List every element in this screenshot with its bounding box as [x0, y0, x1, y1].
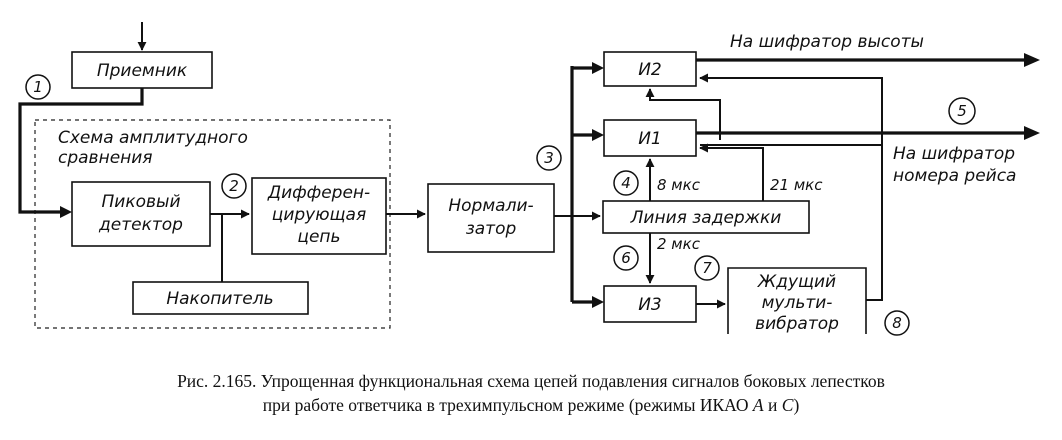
receiver-block [71, 51, 213, 89]
group-label-line1: Схема амплитудного [58, 128, 248, 148]
flight-output-arrowhead [1024, 126, 1040, 140]
svg-text:6: 6 [621, 249, 631, 267]
marker-6: 6 [613, 245, 639, 271]
caption-mode-a: А [752, 395, 764, 415]
and3-label: И3 [638, 295, 662, 315]
svg-text:5: 5 [957, 102, 967, 120]
peak-detector-label-1: Пиковый [102, 192, 181, 212]
tap-21us-line [699, 143, 764, 201]
receiver-label: Приемник [97, 61, 188, 81]
tap-2us-label: 2 мкс [657, 235, 701, 253]
peak-detector-block [71, 181, 211, 247]
and1-gate [603, 119, 697, 157]
group-label-line2: сравнения [58, 148, 153, 168]
delay-line-label: Линия задержки [630, 208, 782, 228]
differentiator-label-3: цепь [297, 227, 340, 247]
and1-to-and2-feedback [645, 88, 721, 140]
multivibrator-label-3: вибратор [755, 314, 839, 334]
marker-7: 7 [694, 255, 720, 281]
differentiator-label-2: цирующая [272, 205, 366, 225]
peak-detector-label-2: детектор [98, 215, 183, 235]
multivibrator-feedback-line [699, 73, 883, 301]
altitude-output-label: На шифратор высоты [730, 32, 924, 52]
caption-line-2: при работе ответчика в трехимпульсном ре… [0, 395, 1062, 416]
flight-output-label-2: номера рейса [893, 166, 1016, 186]
marker-2: 2 [221, 173, 247, 199]
svg-text:4: 4 [621, 174, 631, 192]
marker-4: 4 [613, 170, 639, 196]
normalizer-block [427, 183, 555, 253]
bus-to-and2-arrowhead [592, 62, 604, 74]
svg-text:8: 8 [892, 314, 902, 332]
caption-line-2-text: при работе ответчика в трехимпульсном ре… [262, 395, 753, 415]
marker-3: 3 [536, 145, 562, 171]
accumulator-block [132, 281, 309, 315]
receiver-to-peak-line [18, 88, 144, 214]
amplitude-comparison-group [34, 119, 391, 329]
normalizer-label-1: Нормали- [448, 196, 533, 216]
delay-line-block [602, 200, 810, 234]
bus-to-and3-arrowhead [592, 296, 604, 308]
marker-8: 8 [884, 310, 910, 336]
and2-gate [603, 51, 697, 87]
flight-output-label-1: На шифратор [893, 144, 1015, 164]
svg-text:2: 2 [229, 177, 239, 195]
tap-8us-label: 8 мкс [657, 176, 701, 194]
and1-label: И1 [638, 129, 662, 149]
marker-5: 5 [948, 97, 976, 125]
svg-text:1: 1 [33, 78, 43, 96]
svg-text:7: 7 [702, 259, 712, 277]
and2-label: И2 [638, 60, 662, 80]
marker-1: 1 [25, 74, 51, 100]
caption-mode-c: С [781, 395, 794, 415]
receiver-to-peak-arrowhead [60, 206, 72, 218]
multivibrator-label-2: мульти- [762, 293, 833, 313]
differentiator-block [251, 177, 387, 255]
caption-line-2-end: ) [793, 395, 800, 415]
and3-gate [603, 285, 697, 323]
functional-diagram: Схема амплитудного сравнения Приемник Пи… [18, 22, 1040, 336]
multivibrator-label-1: Ждущий [757, 272, 836, 292]
caption-line-2-and: и [763, 395, 782, 415]
bus-to-and1-arrowhead [592, 129, 604, 141]
accumulator-label: Накопитель [166, 289, 273, 309]
altitude-output-arrowhead [1024, 53, 1040, 67]
caption-line-1: Рис. 2.165. Упрощенная функциональная сх… [177, 371, 885, 391]
differentiator-label-1: Дифферен- [267, 183, 370, 203]
normalizer-label-2: затор [466, 219, 517, 239]
svg-text:3: 3 [544, 149, 554, 167]
tap-21us-label: 21 мкс [770, 176, 823, 194]
